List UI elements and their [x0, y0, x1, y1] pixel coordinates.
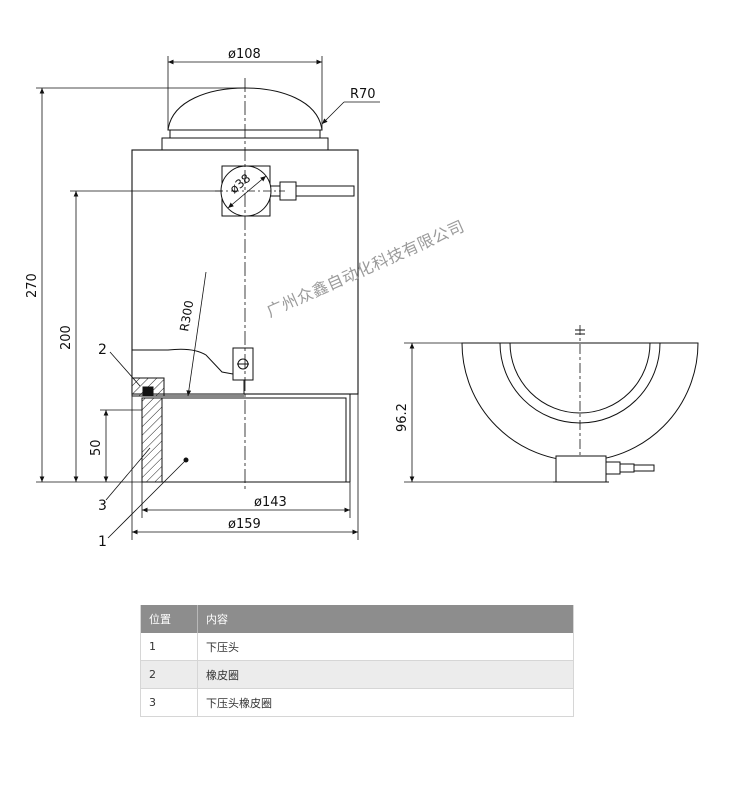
callout-1: 1 [98, 534, 107, 550]
parts-table: 位置 内容 1 下压头 2 橡皮圈 3 下压头橡皮圈 [140, 605, 574, 717]
header-content: 内容 [197, 605, 574, 633]
dim-h96-2: 96.2 [395, 403, 410, 432]
dim-d159: ø159 [228, 517, 261, 532]
side-dimensions [404, 342, 553, 483]
cell-position: 1 [140, 633, 198, 661]
side-connector [555, 455, 607, 483]
cell-content: 下压头 [197, 633, 574, 661]
dim-d108: ø108 [228, 47, 261, 62]
table-header-row: 位置 内容 [140, 605, 574, 633]
cell-content: 橡皮圈 [197, 660, 574, 689]
cell-content: 下压头橡皮圈 [197, 688, 574, 717]
table-row: 2 橡皮圈 [140, 660, 574, 689]
cable [295, 185, 355, 197]
table-row: 3 下压头橡皮圈 [140, 688, 574, 717]
header-position: 位置 [140, 605, 198, 633]
technical-drawing: ø108 R70 ø38 270 200 R300 50 ø143 ø159 2… [25, 47, 699, 550]
cell-position: 2 [140, 660, 198, 689]
side-view [461, 325, 699, 483]
cell-position: 3 [140, 688, 198, 717]
dim-h200: 200 [59, 325, 74, 350]
dim-h270: 270 [25, 273, 40, 298]
front-dimensions [36, 56, 380, 540]
lower-head-ring [141, 397, 163, 483]
lower-head [141, 397, 347, 483]
dim-r70: R70 [350, 87, 376, 102]
callout-3: 3 [98, 498, 107, 514]
callout-2: 2 [98, 342, 107, 358]
table-row: 1 下压头 [140, 633, 574, 661]
dim-h50: 50 [89, 439, 104, 456]
front-view [131, 78, 359, 490]
dim-d143: ø143 [254, 495, 287, 510]
dim-r300: R300 [177, 299, 196, 332]
